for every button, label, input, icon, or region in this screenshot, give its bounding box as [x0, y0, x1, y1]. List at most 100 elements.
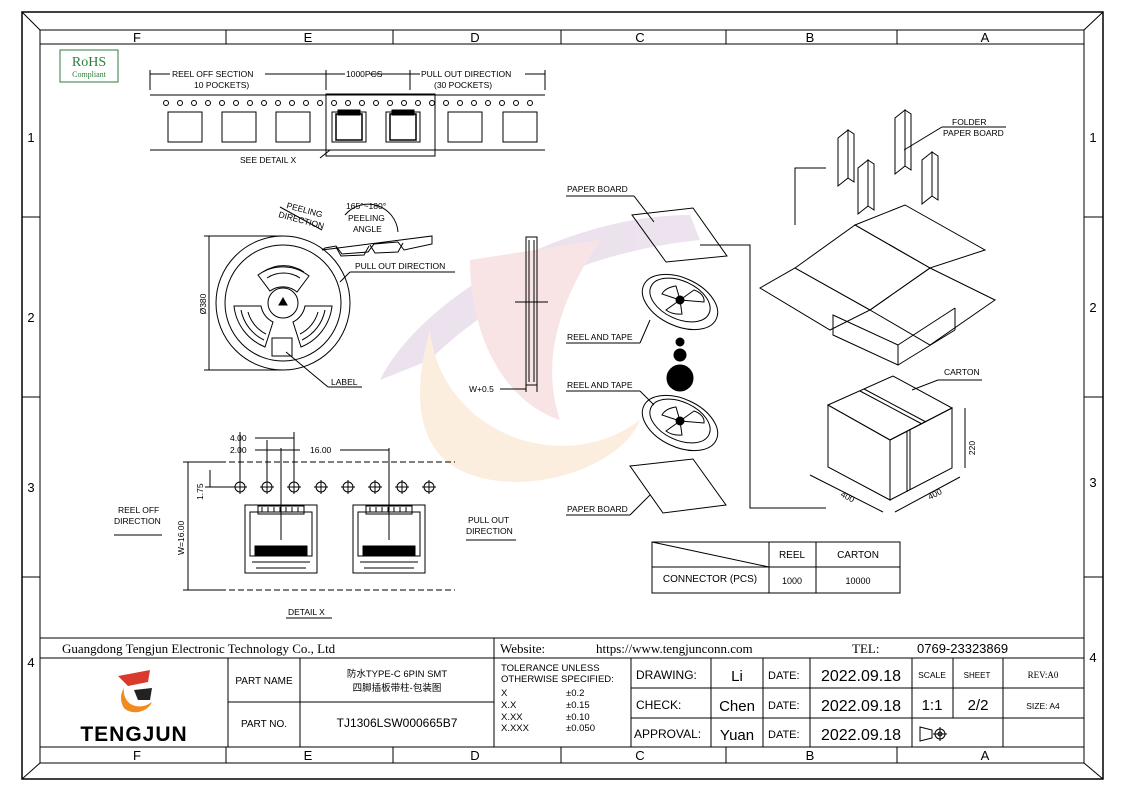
folder-label-1: FOLDER — [952, 117, 986, 127]
qty-carton-value: 10000 — [845, 576, 870, 586]
qty-col-carton: CARTON — [837, 550, 879, 561]
row-label-3-right: 3 — [1089, 475, 1096, 490]
exploded-dot-large — [666, 364, 694, 392]
revision-label: REV:A0 — [1028, 670, 1059, 680]
reel-label-box — [271, 337, 293, 357]
carton-dim-length: 400 — [839, 489, 856, 505]
closed-carton — [809, 375, 982, 513]
scale-value: 1:1 — [922, 697, 943, 714]
date-label-1: DATE: — [768, 670, 800, 682]
tolerance-key-xx: X.X — [501, 700, 517, 711]
detail-reel-off-label-2: DIRECTION — [114, 516, 161, 526]
reel-width-label: W+0.5 — [469, 384, 494, 394]
grid-labels: F E D C B A F E D C B A 1 2 3 4 1 2 3 4 — [27, 30, 1096, 763]
tolerance-key-xxxx: X.XXX — [501, 723, 530, 734]
peeling-angle-value: 165°~180° — [346, 201, 386, 211]
sheet-label: SHEET — [964, 671, 991, 680]
tape-connector-1 — [335, 109, 363, 141]
reel-off-section-label: REEL OFF SECTION — [172, 69, 253, 79]
detail-x-title: DETAIL X — [288, 607, 325, 617]
tolerance-line-2: OTHERWISE SPECIFIED: — [501, 674, 614, 685]
reel-window-top — [257, 265, 310, 293]
watermark-purple-swoosh — [380, 215, 700, 380]
detail-pull-out-label-2: DIRECTION — [466, 526, 513, 536]
tolerance-key-xxx: X.XX — [501, 712, 523, 723]
pull-out-pockets-label: (30 POCKETS) — [434, 80, 492, 90]
check-by: Chen — [719, 698, 755, 715]
row-label-1-right: 1 — [1089, 130, 1096, 145]
reel-off-pockets-label: 10 POCKETS) — [194, 80, 249, 90]
reel-window-right — [292, 305, 333, 348]
approval-label: APPROVAL: — [634, 727, 701, 741]
folder-paper-boards — [837, 108, 1006, 216]
watermark-red-swoosh — [470, 240, 600, 420]
detail-reel-off-label-1: REEL OFF — [118, 505, 159, 515]
dim-4-label: 4.00 — [230, 433, 247, 443]
sheet-value: 2/2 — [968, 697, 989, 714]
reel-diameter-label: Ø380 — [198, 293, 208, 314]
tolerance-val-xxx: ±0.10 — [566, 712, 590, 723]
tolerance-val-x: ±0.2 — [566, 688, 584, 699]
carrier-tape-strip — [149, 70, 546, 159]
carton-dim-width: 400 — [926, 486, 943, 502]
col-label-e-bottom: E — [304, 748, 313, 763]
date-label-2: DATE: — [768, 700, 800, 712]
col-label-d-top: D — [470, 30, 479, 45]
exploded-dot-small — [675, 337, 685, 347]
dim-175-label: 1.75 — [195, 483, 205, 500]
check-label: CHECK: — [636, 698, 681, 712]
rohs-title: RoHS — [72, 55, 106, 70]
carton-dim-height: 220 — [967, 441, 977, 455]
tengjun-logo: TENGJUN — [80, 670, 187, 746]
dim-2-label: 2.00 — [230, 445, 247, 455]
drawing-by: Li — [731, 668, 743, 685]
date-label-3: DATE: — [768, 729, 800, 741]
company-name: Guangdong Tengjun Electronic Technology … — [62, 641, 336, 656]
col-label-b-bottom: B — [806, 748, 815, 763]
title-block-text: Guangdong Tengjun Electronic Technology … — [62, 641, 1060, 746]
paper-board-top-label: PAPER BOARD — [567, 184, 628, 194]
pcs-label: 1000PCS — [346, 69, 383, 79]
tolerance-key-x: X — [501, 688, 508, 699]
part-no-value: TJ1306LSW000665B7 — [337, 716, 458, 730]
see-detail-x-label: SEE DETAIL X — [240, 155, 297, 165]
col-label-a-bottom: A — [981, 748, 990, 763]
scale-label: SCALE — [918, 670, 946, 680]
approval-by: Yuan — [720, 727, 754, 744]
packing-labels: PAPER BOARD REEL AND TAPE REEL AND TAPE … — [567, 184, 633, 514]
peeling-angle-label-1: PEELING — [348, 213, 385, 223]
packing-sequence — [566, 167, 826, 516]
row-label-4-left: 4 — [27, 655, 34, 670]
exploded-dot-medium — [673, 348, 687, 362]
tel-number: 0769-23323869 — [917, 641, 1008, 656]
paper-board-bottom-label: PAPER BOARD — [567, 504, 628, 514]
col-label-c-top: C — [635, 30, 644, 45]
paper-board-bottom — [629, 458, 727, 514]
peeling-angle-label-2: ANGLE — [353, 224, 382, 234]
reel-window-left — [233, 305, 274, 348]
open-carton — [759, 204, 996, 366]
detail-x-labels: 4.00 2.00 16.00 1.75 W=16.00 REEL OFF DI… — [114, 433, 513, 617]
qty-reel-value: 1000 — [782, 576, 802, 586]
detail-x-box — [325, 93, 436, 157]
drawing-frame — [21, 11, 1104, 780]
carton-label: CARTON — [944, 367, 980, 377]
tolerance-val-xx: ±0.15 — [566, 700, 590, 711]
col-label-d-bottom: D — [470, 748, 479, 763]
date-value-2: 2022.09.18 — [821, 698, 901, 715]
quantity-table-text: REEL CARTON CONNECTOR (PCS) 1000 10000 — [663, 550, 879, 586]
part-name-line-1: 防水TYPE-C 6PIN SMT — [347, 668, 447, 680]
reel-tape-1 — [641, 273, 719, 331]
folder-label-2: PAPER BOARD — [943, 128, 1004, 138]
projection-symbol-icon — [919, 726, 947, 742]
website-label: Website: — [500, 641, 545, 656]
size-label: SIZE: A4 — [1026, 701, 1060, 711]
pull-out-direction-label: PULL OUT DIRECTION — [421, 69, 511, 79]
drawing-label: DRAWING: — [636, 668, 697, 682]
tolerance-line-1: TOLERANCE UNLESS — [501, 663, 600, 674]
logo-mark-red — [118, 670, 150, 686]
col-label-f-bottom: F — [133, 748, 141, 763]
part-no-label: PART NO. — [241, 719, 287, 730]
tape-strip-labels: REEL OFF SECTION 10 POCKETS) 1000PCS PUL… — [172, 69, 511, 165]
